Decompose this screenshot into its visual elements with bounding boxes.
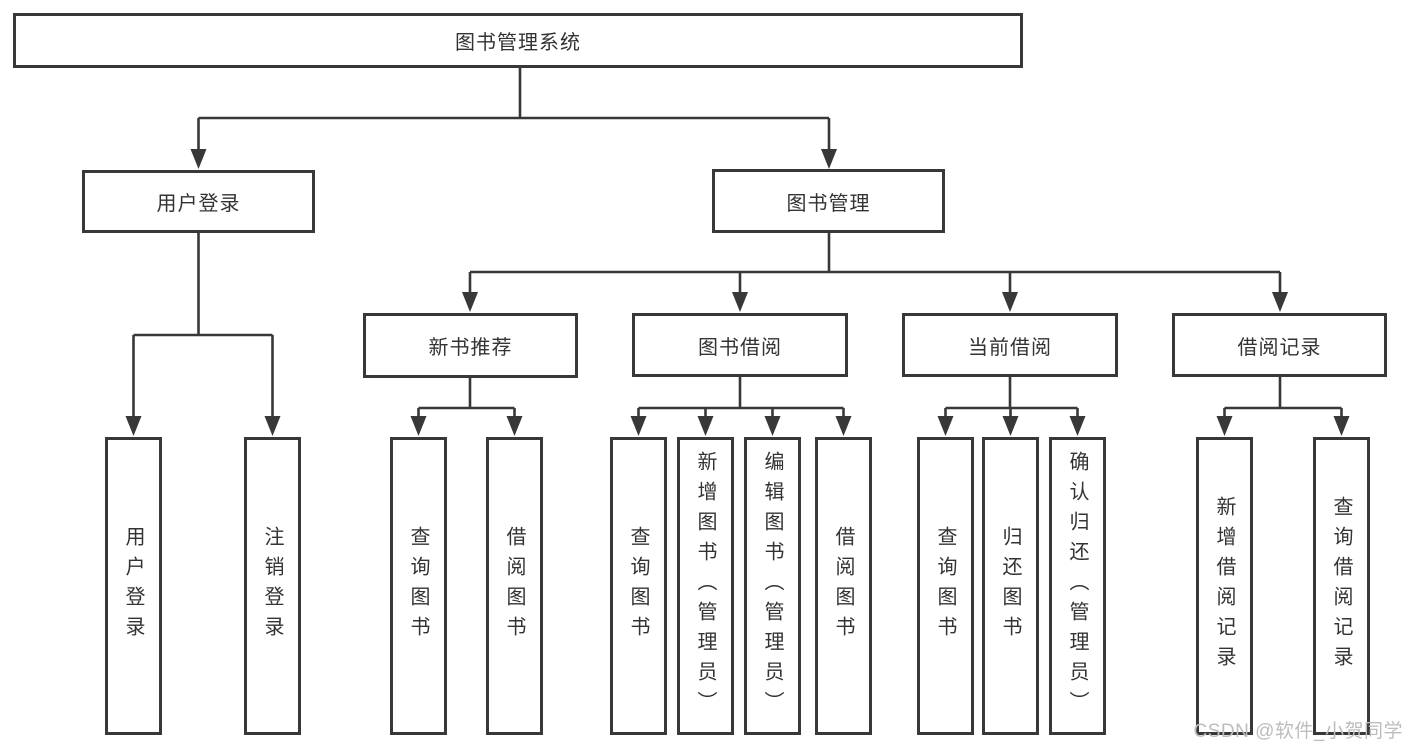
leaf-query-borrow-record-label: 查询借阅记录	[1330, 496, 1352, 676]
leaf-user-login-label: 用户登录	[122, 526, 144, 646]
node-borrowing-records: 借阅记录	[1172, 313, 1387, 377]
leaf-confirm-return-admin: 确认归还（管理员）	[1049, 437, 1106, 735]
leaf-confirm-return-admin-label: 确认归还（管理员）	[1066, 451, 1088, 721]
node-book-borrowing: 图书借阅	[632, 313, 848, 377]
leaf-edit-books-admin-label: 编辑图书（管理员）	[761, 451, 783, 721]
leaf-add-borrow-record: 新增借阅记录	[1196, 437, 1253, 735]
leaf-return-books-label: 归还图书	[999, 526, 1021, 646]
connector-paths	[132, 68, 1343, 420]
node-book-management-branch: 图书管理	[712, 169, 945, 233]
leaf-query-books-recommend-label: 查询图书	[407, 526, 429, 646]
leaf-borrow-books-recommend-label: 借阅图书	[503, 526, 525, 646]
node-current-borrowing: 当前借阅	[902, 313, 1118, 377]
leaf-borrow-books-recommend: 借阅图书	[486, 437, 543, 735]
leaf-query-borrow-record: 查询借阅记录	[1313, 437, 1370, 735]
leaf-add-books-admin: 新增图书（管理员）	[677, 437, 734, 735]
leaf-add-borrow-record-label: 新增借阅记录	[1213, 496, 1235, 676]
leaf-return-books: 归还图书	[982, 437, 1039, 735]
node-new-book-recommendation: 新书推荐	[363, 313, 578, 378]
leaf-logout: 注销登录	[244, 437, 301, 735]
leaf-query-books-current: 查询图书	[917, 437, 974, 735]
leaf-borrow-books: 借阅图书	[815, 437, 872, 735]
leaf-borrow-books-label: 借阅图书	[832, 526, 854, 646]
node-user-login-branch: 用户登录	[82, 170, 315, 233]
leaf-query-books-current-label: 查询图书	[934, 526, 956, 646]
leaf-query-books-borrow: 查询图书	[610, 437, 667, 735]
leaf-query-books-borrow-label: 查询图书	[627, 526, 649, 646]
leaf-logout-label: 注销登录	[261, 526, 283, 646]
leaf-query-books-recommend: 查询图书	[390, 437, 447, 735]
node-root: 图书管理系统	[13, 13, 1023, 68]
leaf-add-books-admin-label: 新增图书（管理员）	[694, 451, 716, 721]
watermark-text: CSDN @软件_小贺同学	[1193, 721, 1403, 742]
leaf-user-login: 用户登录	[105, 437, 162, 735]
leaf-edit-books-admin: 编辑图书（管理员）	[744, 437, 801, 735]
arrowheads	[125, 149, 1350, 436]
